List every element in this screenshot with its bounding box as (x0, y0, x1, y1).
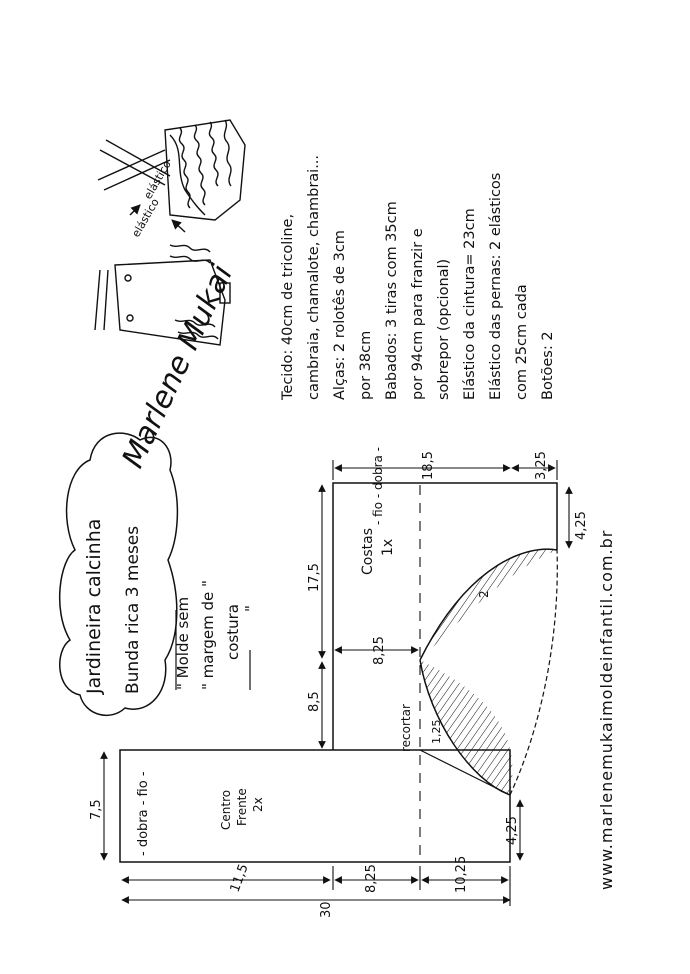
curve-label-1: 2 (477, 590, 491, 598)
dim-7-5: 7,5 (89, 799, 104, 820)
dim-30: 30 (319, 901, 334, 918)
front-label-1: Centro (219, 790, 233, 830)
material-line-4: por 38cm (358, 331, 374, 400)
material-line-2: cambraia, chamalote, chambrai... (306, 155, 322, 400)
mold-note-line-4: " (242, 605, 260, 612)
material-line-10: com 25cm cada (514, 284, 530, 400)
dim-17-5: 17,5 (307, 563, 322, 592)
elastic-label-1: elástico (129, 196, 162, 239)
mold-note-line-2: " margem de " (199, 580, 217, 690)
dim-10-25: 10,25 (454, 856, 469, 893)
dim-4-25-left: 4,25 (505, 816, 520, 845)
dimension-lines (100, 460, 573, 906)
material-line-9: Elástico das pernas: 2 elásticos (488, 173, 504, 400)
material-line-11: Botões: 2 (540, 331, 556, 400)
material-line-6: por 94cm para franzir e (410, 228, 426, 400)
curve-label-2: 1,25 (430, 720, 443, 745)
cut-label: recortar (399, 704, 413, 752)
website-url[interactable]: www.marlenemukaimoldeinfantil.com.br (597, 530, 616, 890)
front-label-2: Frente (235, 788, 249, 826)
material-line-5: Babados: 3 tiras com 35cm (384, 201, 400, 400)
title-line-1: Jardineira calcinha (83, 519, 105, 695)
materials-list: Tecido: 40cm de tricoline, cambraia, cha… (280, 155, 556, 401)
dim-18-5: 18,5 (421, 451, 436, 480)
dim-8-5: 8,5 (307, 691, 322, 712)
mold-note-line-1: " Molde sem (174, 597, 192, 690)
hatched-area-top (420, 549, 557, 660)
mold-note: " Molde sem " margem de " costura " (174, 580, 260, 690)
mold-note-line-3: costura (224, 604, 242, 660)
dim-8-25-bottom: 8,25 (364, 864, 379, 893)
title-cloud: Jardineira calcinha Bunda rica 3 meses (59, 432, 179, 717)
material-line-1: Tecido: 40cm de tricoline, (280, 214, 296, 401)
material-line-8: Elástico da cintura= 23cm (462, 208, 478, 400)
material-line-7: sobrepor (opcional) (436, 259, 452, 400)
back-fold-label: - fio - dobra - (371, 447, 385, 525)
dimension-labels: 7,5 11,5 30 8,25 10,25 4,25 8,5 17,5 8,2… (89, 451, 589, 918)
hatched-area-bottom (420, 660, 513, 795)
back-label-1: Costas (360, 528, 376, 575)
front-fold-label: - dobra - fio - (136, 771, 151, 856)
dim-4-25-right: 4,25 (574, 511, 589, 540)
title-line-2: Bunda rica 3 meses (123, 526, 143, 694)
front-label-3: 2x (251, 797, 265, 812)
back-label-2: 1x (380, 539, 396, 556)
dim-11-5: 11,5 (228, 862, 252, 894)
dim-3-25: 3,25 (534, 451, 549, 480)
garment-illustration (94, 119, 246, 346)
dim-8-25-mid: 8,25 (372, 636, 387, 665)
material-line-3: Alças: 2 rolotês de 3cm (332, 230, 348, 400)
